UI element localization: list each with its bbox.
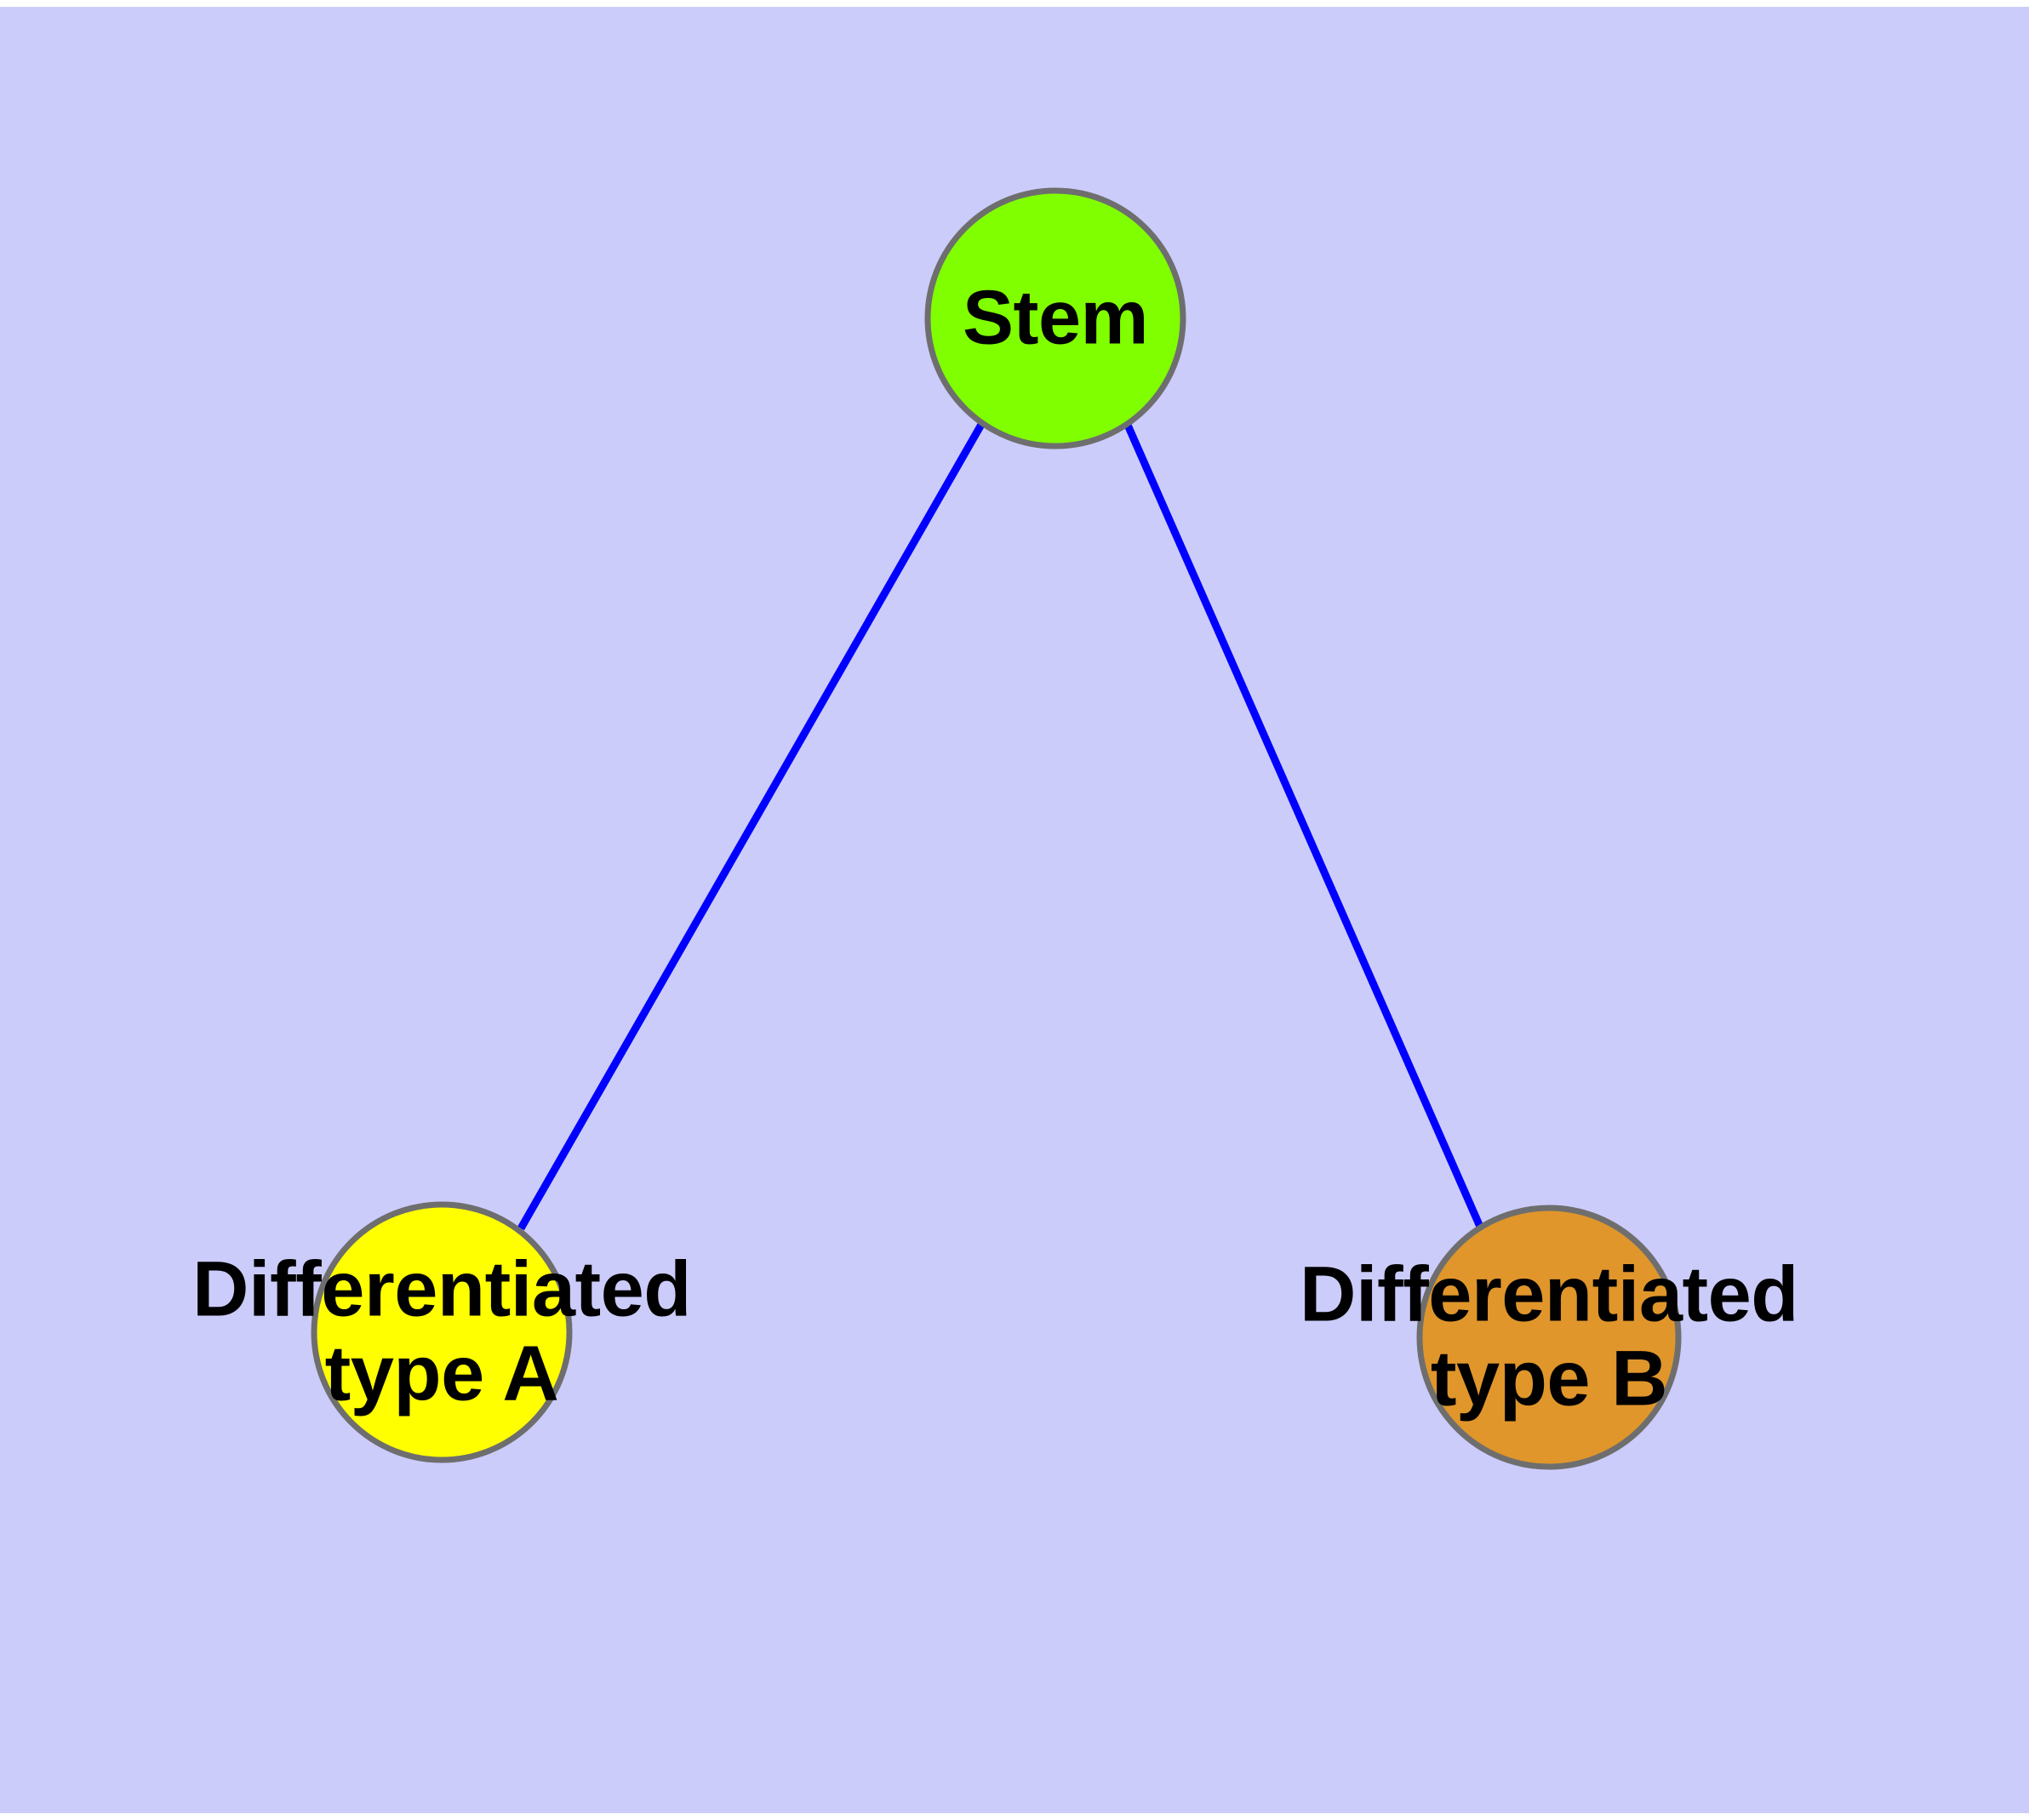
- edge-layer: [517, 421, 1484, 1231]
- edge-stem-to-differentiated-type-b[interactable]: [1123, 421, 1484, 1228]
- node-differentiated-type-b[interactable]: [1416, 1205, 1682, 1470]
- node-differentiated-type-a[interactable]: [311, 1201, 573, 1463]
- edge-stem-to-differentiated-type-a[interactable]: [517, 421, 986, 1231]
- node-stem[interactable]: [924, 187, 1186, 449]
- node-layer: [311, 187, 1682, 1470]
